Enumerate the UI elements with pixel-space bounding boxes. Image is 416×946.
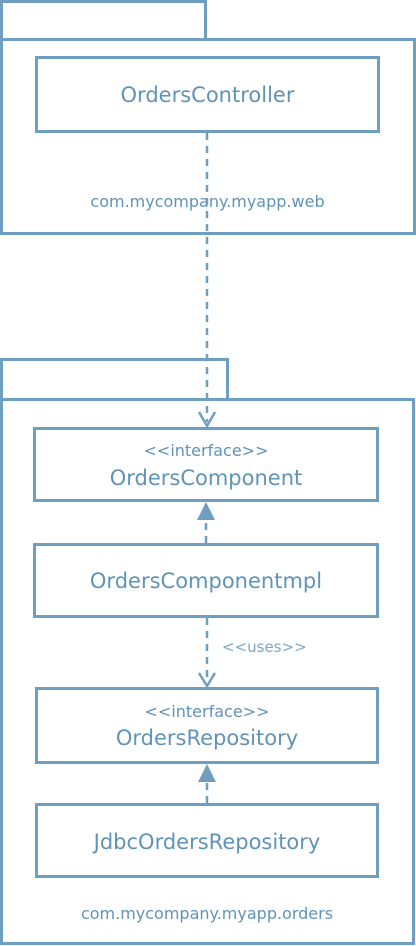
package-orders: <<interface>> OrdersComponent OrdersComp… [0,358,415,945]
triangle-arrowhead-icon [198,764,216,782]
package-web-tab [0,0,207,41]
open-arrowhead-icon [197,672,217,689]
orders-repository-interface-box[interactable] [35,687,379,764]
package-orders-tab [0,358,229,401]
dependency-controller-to-component [197,133,217,429]
realization-component [197,502,215,543]
dependency-uses: <<uses>> [197,618,307,689]
package-orders-name: com.mycompany.myapp.orders [81,904,333,923]
orders-component-stereotype: <<interface>> [144,441,269,460]
triangle-arrowhead-icon [197,502,215,520]
orders-component-interface-box[interactable] [33,427,379,502]
orders-repository-label: OrdersRepository [116,726,298,750]
orders-repository-stereotype: <<interface>> [145,702,270,721]
orders-controller-box[interactable] [35,56,380,133]
open-arrowhead-icon [197,411,217,429]
jdbc-orders-repository-label: JdbcOrdersRepository [92,830,321,854]
realization-repository [198,764,216,803]
orders-component-label: OrdersComponent [110,466,303,490]
jdbc-orders-repository-box[interactable] [35,803,379,878]
uses-label: <<uses>> [222,638,307,656]
orders-component-impl-label: OrdersComponentmpl [90,569,322,593]
orders-component-impl-box[interactable] [33,543,379,618]
orders-controller-label: OrdersController [121,83,295,107]
